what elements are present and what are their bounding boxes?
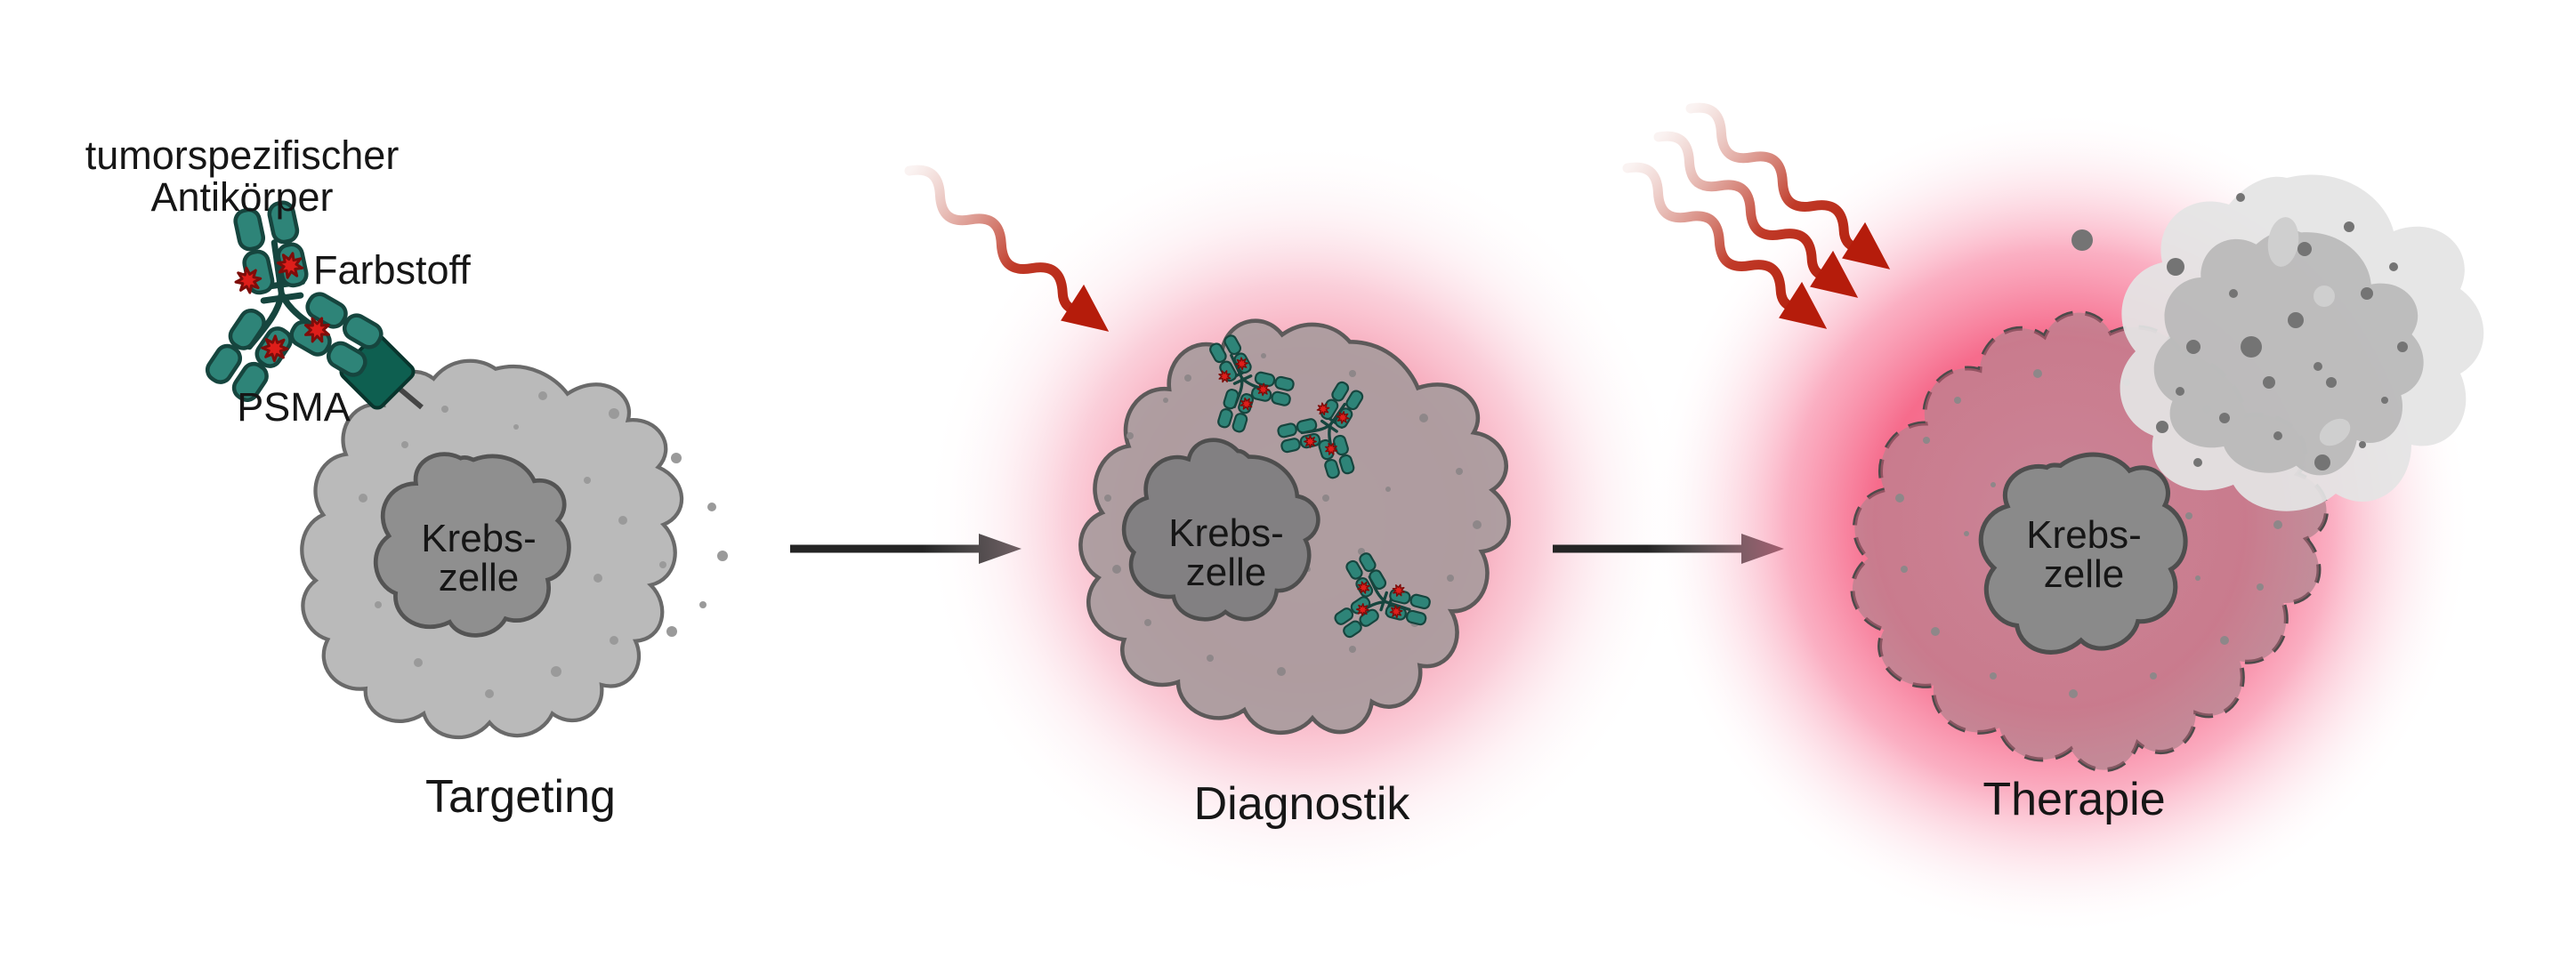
dot xyxy=(1349,646,1356,653)
nucleus-label: zelle xyxy=(2044,552,2125,596)
dot xyxy=(1144,619,1151,626)
dot xyxy=(2397,342,2408,352)
dot xyxy=(2389,262,2398,271)
dot xyxy=(1964,531,1969,536)
dot xyxy=(2219,413,2230,423)
dot xyxy=(1163,398,1168,403)
dot xyxy=(1473,520,1482,529)
dot xyxy=(401,441,408,448)
nucleus-label: Krebs- xyxy=(421,517,537,560)
dot xyxy=(1322,495,1329,502)
dot xyxy=(666,626,677,637)
dot xyxy=(610,636,618,645)
dot xyxy=(2273,431,2282,440)
dot xyxy=(699,601,707,608)
dot xyxy=(2326,377,2337,388)
debris-dots xyxy=(2071,193,2408,470)
dot xyxy=(2150,672,2157,680)
nucleus-label: zelle xyxy=(1186,551,1267,594)
dot xyxy=(609,408,619,419)
dot xyxy=(441,406,448,413)
dot xyxy=(707,503,716,511)
dot xyxy=(1923,437,1930,444)
dot xyxy=(2297,242,2312,256)
dot xyxy=(2167,258,2184,276)
dot xyxy=(584,477,591,484)
dot xyxy=(2236,193,2245,202)
dot xyxy=(2185,512,2192,519)
antibody-label: tumorspezifischer xyxy=(85,133,400,178)
dot xyxy=(2273,520,2282,529)
dot xyxy=(594,574,602,583)
dot xyxy=(2361,287,2373,300)
dot xyxy=(2257,583,2264,591)
dot xyxy=(2069,689,2078,698)
dot xyxy=(1931,627,1940,636)
debris-droplet xyxy=(2267,217,2299,267)
dot xyxy=(1954,397,1961,404)
dot xyxy=(485,689,494,698)
dot xyxy=(2359,441,2366,448)
dot xyxy=(2344,221,2354,232)
dot xyxy=(2381,397,2388,404)
debris-droplet xyxy=(2314,285,2335,307)
stage-therapie: Krebs- zelle Therapie xyxy=(1613,93,2484,937)
dot xyxy=(1184,374,1191,382)
dot xyxy=(1447,575,1454,582)
dot xyxy=(1349,370,1356,377)
stage-targeting: Krebs- zelle tumorspezifischer Antikörpe… xyxy=(85,133,728,823)
cytoplasm-dots xyxy=(359,391,728,698)
dot xyxy=(1991,482,1996,487)
nucleus-label: Krebs- xyxy=(2026,513,2142,557)
stage-label-diagnostik: Diagnostik xyxy=(1194,778,1411,830)
dot xyxy=(1358,548,1365,555)
dot xyxy=(2195,575,2201,581)
dot xyxy=(1277,667,1286,676)
dot xyxy=(659,561,666,568)
dot xyxy=(2314,362,2322,371)
dot xyxy=(1419,414,1428,422)
dot xyxy=(414,658,423,667)
dot xyxy=(2156,421,2168,433)
nucleus-label: Krebs- xyxy=(1168,511,1284,555)
dot xyxy=(538,391,547,400)
dot xyxy=(717,551,728,561)
dot xyxy=(551,666,561,677)
nucleus-label: zelle xyxy=(439,556,520,599)
antibody-label: Antikörper xyxy=(150,174,333,220)
dot xyxy=(2288,312,2304,328)
dot xyxy=(618,516,627,525)
stage-diagnostik: Krebs- zelle Diagnostik xyxy=(895,138,1686,903)
dot xyxy=(2229,289,2238,298)
dot xyxy=(1261,353,1266,358)
psma-label: PSMA xyxy=(237,384,351,430)
dot xyxy=(359,494,367,503)
stage-label-targeting: Targeting xyxy=(425,771,616,823)
dot xyxy=(671,453,682,463)
dot xyxy=(2033,369,2042,378)
dot xyxy=(2176,387,2184,396)
cell-debris-cloud xyxy=(2071,174,2484,511)
dot xyxy=(1456,468,1463,475)
dot xyxy=(2314,454,2330,470)
stage-label-therapie: Therapie xyxy=(1982,774,2165,825)
dye-label: Farbstoff xyxy=(313,247,471,293)
dot xyxy=(2186,340,2201,354)
dot xyxy=(513,424,519,430)
dot xyxy=(1104,495,1111,502)
dot xyxy=(2220,636,2229,645)
dot xyxy=(2071,229,2093,251)
dot xyxy=(1895,494,1904,503)
dot xyxy=(375,601,382,608)
dot xyxy=(1207,655,1214,662)
dot xyxy=(1990,672,1997,680)
debris-droplet xyxy=(2319,418,2351,446)
dot xyxy=(2263,376,2275,389)
dot xyxy=(2193,458,2202,467)
dot xyxy=(2241,336,2262,358)
dot xyxy=(1126,432,1134,439)
dot xyxy=(1112,565,1121,574)
dot xyxy=(1901,566,1908,573)
dot xyxy=(1385,487,1391,492)
